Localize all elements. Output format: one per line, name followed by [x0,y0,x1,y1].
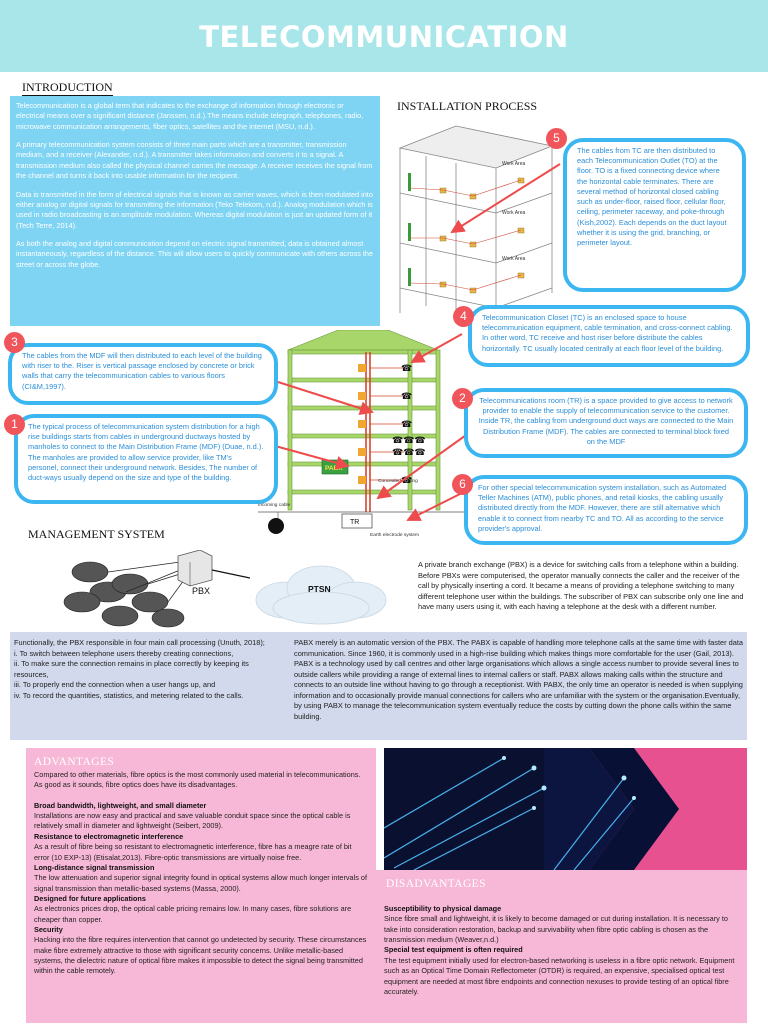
step-badge: 1 [4,414,25,435]
intro-paragraph: Data is transmitted in the form of elect… [16,189,373,230]
svg-text:☎☎☎: ☎☎☎ [392,436,426,446]
step-badge: 2 [452,388,473,409]
advantage-heading: Security [34,925,63,935]
advantage-heading: Broad bandwidth, lightweight, and small … [34,800,207,810]
work-area-label: Work Area [502,161,525,167]
pbx-label: PBX [192,586,210,596]
advantages-panel: ADVANTAGES Compared to other materials, … [26,748,376,1023]
step-5-callout: The cables from TC are then distributed … [563,138,746,292]
pbx-description: A private branch exchange (PBX) is a dev… [418,560,744,612]
earth-electrode-label: Earth electrode system [370,532,419,538]
svg-text:☎: ☎ [401,420,412,430]
advantage-heading: Long-distance signal transmission [34,862,155,872]
step-text: For other special telecommunication syst… [478,483,727,533]
office-building-illustration: Work Area Work Area Work Area [396,118,556,318]
high-rise-building-diagram: ☎☎ ☎☎☎☎ ☎☎☎☎ PABX Concealed ducting Inco… [258,330,470,542]
step-text: Telecommunications room (TR) is a space … [478,396,734,446]
advantage-heading: Resistance to electromagnetic interferen… [34,831,184,841]
advantage-text: As a result of fibre being so resistant … [34,842,352,862]
pabx-label: PABX [325,465,343,472]
advantage-text: The low attenuation and superior signal … [34,873,367,893]
advantages-heading: ADVANTAGES [34,756,115,768]
header-banner: TELECOMMUNICATION [0,0,768,72]
intro-paragraph: Telecommunication is a global term that … [16,101,364,131]
intro-paragraph: A primary telecommunication system consi… [16,140,373,181]
management-section: PBX PTSN A private branch exchange (PBX)… [10,550,747,740]
page-title: TELECOMMUNICATION [199,20,569,54]
tr-label: TR [350,519,359,526]
disadvantage-text: The test equipment initially used for el… [384,955,735,996]
disadvantage-heading: Special test equipment is often required [384,945,523,955]
ptsn-label: PTSN [308,584,331,594]
concealed-ducting-label: Concealed ducting [378,478,418,484]
step-2-callout: Telecommunications room (TR) is a space … [464,388,748,458]
ptsn-cloud-illustration: PTSN [255,565,387,625]
introduction-box: Telecommunication is a global term that … [10,96,380,326]
pbx-functions-text: Functionally, the PBX responsible in fou… [14,638,265,700]
step-4-callout: Telecommunication Closet (TC) is an encl… [468,305,750,367]
step-text: Telecommunication Closet (TC) is an encl… [482,313,733,353]
step-badge: 5 [546,128,567,149]
disadvantage-text: Since fibre small and lightweight, it is… [384,914,728,945]
step-1-callout: The typical process of telecommunication… [14,414,278,504]
step-text: The cables from TC are then distributed … [577,146,727,247]
pabx-description: PABX merely is an automatic version of t… [294,638,744,721]
management-heading: MANAGEMENT SYSTEM [28,527,165,541]
step-text: The cables from the MDF will then distri… [22,351,262,391]
svg-text:☎: ☎ [401,364,412,374]
advantage-text: As electronics prices drop, the optical … [34,904,352,924]
incoming-cable-label: Incoming cable [258,502,291,508]
pbx-phones-illustration: PBX [63,550,250,628]
intro-paragraph: As both the analog and digital communica… [16,238,374,269]
step-badge: 3 [4,332,25,353]
introduction-heading: INTRODUCTION [22,80,113,96]
disadvantage-heading: Susceptibility to physical damage [384,904,502,913]
svg-text:☎☎☎: ☎☎☎ [392,448,426,458]
step-3-callout: The cables from the MDF will then distri… [8,343,278,405]
step-6-callout: For other special telecommunication syst… [464,475,748,545]
management-band [10,632,747,740]
step-badge: 4 [453,306,474,327]
advantage-text: Installations are now easy and practical… [34,811,351,831]
installation-heading: INSTALLATION PROCESS [397,99,538,113]
work-area-label: Work Area [502,210,525,216]
disadvantages-heading: DISADVANTAGES [386,878,486,890]
advantages-intro: Compared to other materials, fibre optic… [34,770,361,790]
step-badge: 6 [452,474,473,495]
work-area-label: Work Area [502,256,525,262]
advantage-text: Hacking into the fibre requires interven… [34,935,367,976]
disadvantages-panel: DISADVANTAGES Susceptibility to physical… [376,870,747,1023]
advantage-heading: Designed for future applications [34,893,146,903]
svg-text:☎: ☎ [401,392,412,402]
step-text: The typical process of telecommunication… [28,422,264,483]
fibre-optic-photo [384,748,747,870]
